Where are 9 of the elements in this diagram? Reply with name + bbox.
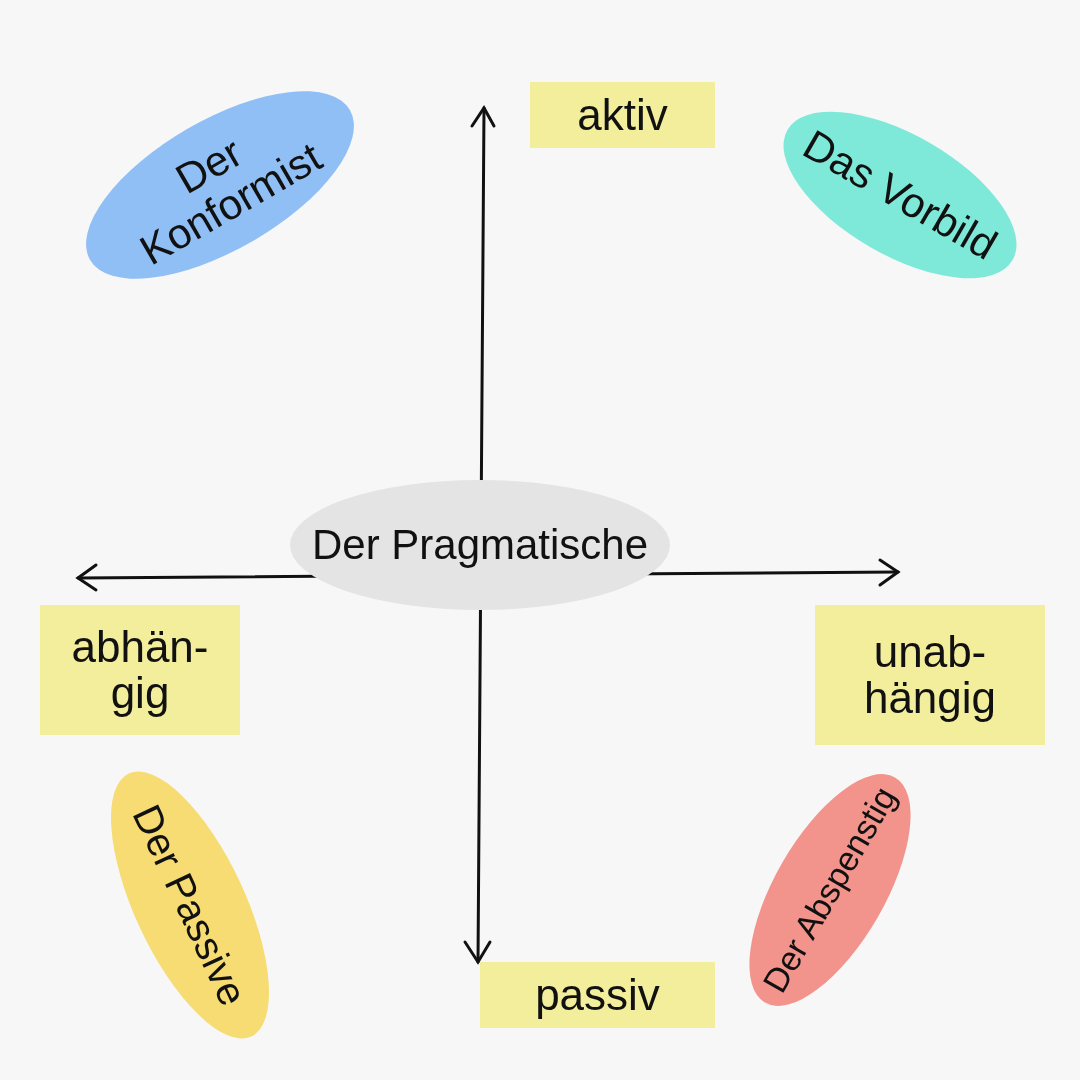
handwritten-label: aktiv xyxy=(577,91,668,139)
highlight-band xyxy=(530,82,715,148)
handwritten-label: Der Pragmatische xyxy=(311,522,649,568)
highlight-band xyxy=(815,605,1045,745)
highlight-band xyxy=(480,962,715,1028)
handwritten-label: abhän- gig xyxy=(70,623,210,717)
handwritten-label: unab- hängig xyxy=(862,628,998,722)
highlight-band xyxy=(40,605,240,735)
handwritten-label: passiv xyxy=(535,971,660,1019)
